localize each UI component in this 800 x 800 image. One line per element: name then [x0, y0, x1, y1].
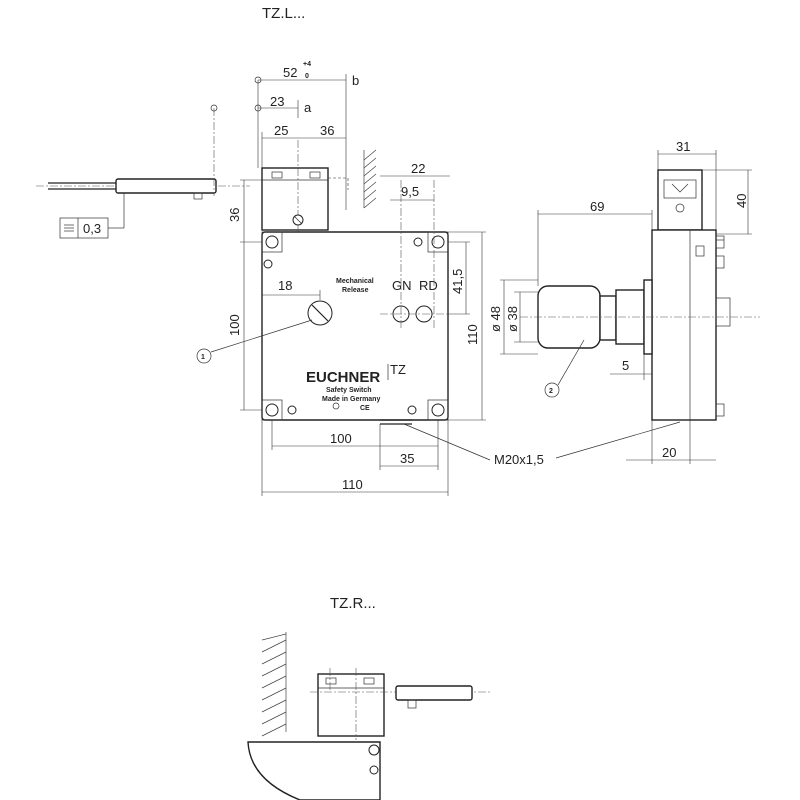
- callout-2: 2: [549, 388, 553, 395]
- dim-52-lower: 0: [305, 73, 309, 80]
- tzr-view: [247, 632, 490, 800]
- ref-a: a: [304, 100, 312, 115]
- dim-35: 35: [400, 451, 414, 466]
- bottom-dimensions-front: 100 35 110 M20x1,5: [261, 420, 681, 496]
- dim-22: 22: [411, 161, 425, 176]
- dim-18: 18: [278, 278, 292, 293]
- view-title-tzr: TZ.R...: [330, 595, 376, 612]
- side-housing: [651, 229, 717, 421]
- dim-23: 23: [270, 94, 284, 109]
- label-ce: CE: [360, 405, 370, 412]
- dim-tolerance: 0,3: [83, 221, 101, 236]
- dim-9-5: 9,5: [401, 184, 419, 199]
- dim-20: 20: [662, 445, 676, 460]
- dim-25: 25: [274, 123, 288, 138]
- dim-52-upper: +4: [303, 61, 311, 68]
- dim-100-v: 100: [227, 314, 242, 336]
- corner-screws: [261, 231, 449, 421]
- right-dimensions-front: 41,5 110: [448, 231, 486, 421]
- dim-40: 40: [734, 194, 749, 208]
- dim-41-5: 41,5: [450, 269, 465, 294]
- dim-36-left: 36: [227, 208, 242, 222]
- wall-hatching-bottom: [261, 632, 287, 737]
- callout-1: 1: [201, 354, 205, 361]
- front-view: Mechanical Release GN RD EUCHNER TZ Safe…: [196, 140, 450, 425]
- left-dimensions: 36 100 18: [227, 179, 321, 411]
- switch-housing: [261, 231, 449, 421]
- label-safety-switch: Safety Switch: [326, 387, 372, 394]
- dim-69: 69: [590, 199, 604, 214]
- label-made-in: Made in Germany: [322, 396, 380, 403]
- label-rd: RD: [419, 278, 438, 293]
- tzr-housing-arc: [247, 741, 381, 800]
- dim-thread: M20x1,5: [494, 452, 544, 467]
- label-gn: GN: [392, 278, 412, 293]
- label-release: Release: [342, 287, 369, 294]
- side-dimensions: 31 40 69 ø 48 ø 38 5 20: [488, 139, 752, 464]
- dim-100-h: 100: [330, 431, 352, 446]
- brand-logo: EUCHNER: [306, 369, 380, 386]
- actuator-tongue: 0,3: [36, 104, 250, 239]
- label-mechanical: Mechanical: [336, 278, 374, 285]
- ref-b: b: [352, 73, 359, 88]
- wall-hatching-top: [363, 149, 377, 209]
- brand-model: TZ: [390, 362, 406, 377]
- callout-1-circle: [196, 348, 212, 364]
- dim-dia48: ø 48: [488, 306, 503, 332]
- dim-110-h: 110: [342, 477, 363, 492]
- dim-dia38: ø 38: [505, 306, 520, 332]
- dim-5: 5: [622, 358, 629, 373]
- view-title-tzl: TZ.L...: [262, 5, 305, 22]
- dim-36-top: 36: [320, 123, 334, 138]
- top-dimensions: 52 +4 0 b 23 a 25 36 22 9,5: [254, 61, 450, 210]
- dim-52: 52: [283, 65, 297, 80]
- side-view: 2: [520, 169, 760, 421]
- callout-2-circle: [544, 382, 560, 398]
- dim-31: 31: [676, 139, 690, 154]
- dim-110-v: 110: [465, 324, 480, 345]
